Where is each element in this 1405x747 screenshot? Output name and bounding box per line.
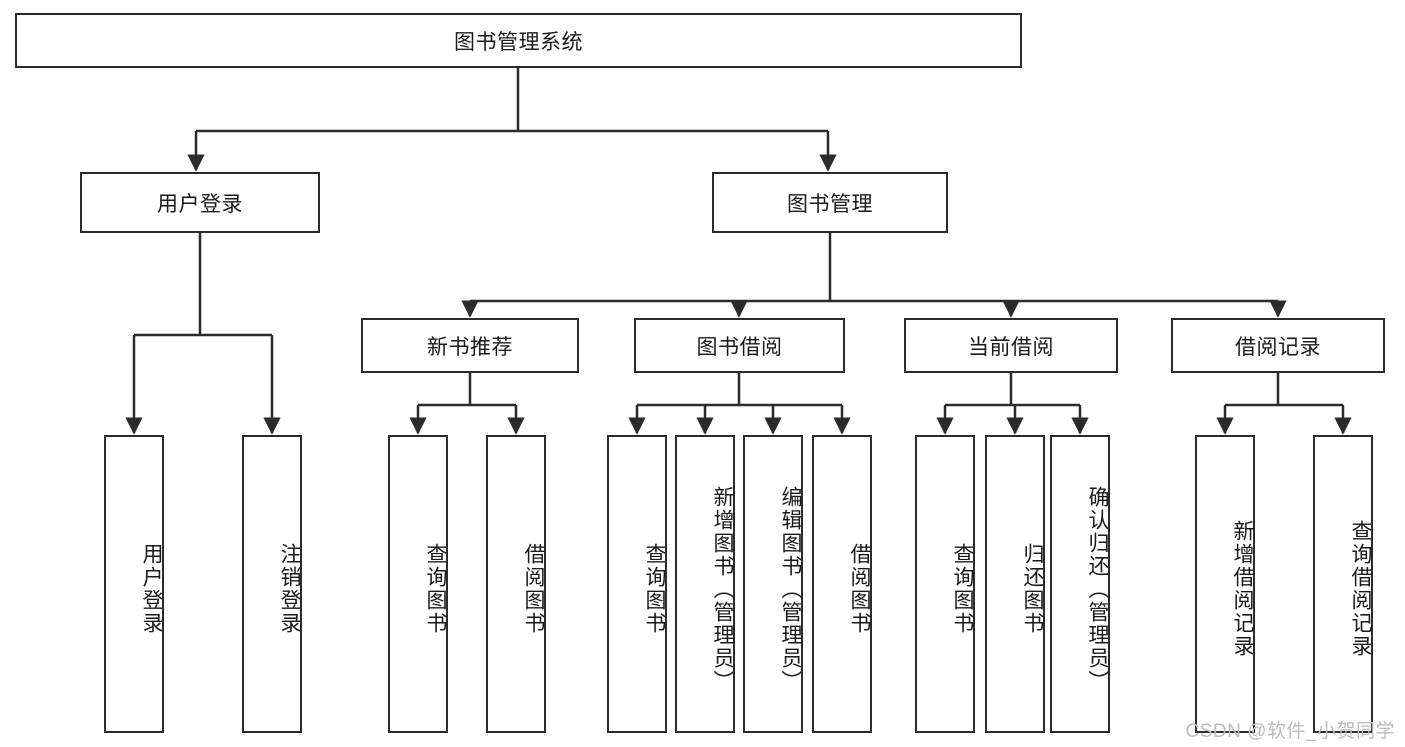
node-label: 新增图书（管理员） xyxy=(711,485,734,693)
node-leaf-11[interactable]: 新增借阅记录 xyxy=(1195,435,1255,733)
node-leaf-5[interactable]: 新增图书（管理员） xyxy=(675,435,735,733)
node-level3-0[interactable]: 新书推荐 xyxy=(361,318,579,373)
node-root-book-management-system[interactable]: 图书管理系统 xyxy=(15,13,1022,68)
node-label: 图书管理系统 xyxy=(454,30,583,54)
node-leaf-4[interactable]: 查询图书 xyxy=(607,435,667,733)
node-leaf-8[interactable]: 查询图书 xyxy=(915,435,975,733)
node-leaf-12[interactable]: 查询借阅记录 xyxy=(1313,435,1373,733)
node-label: 查询借阅记录 xyxy=(1349,520,1372,658)
node-leaf-9[interactable]: 归还图书 xyxy=(985,435,1045,733)
node-level2-0[interactable]: 用户登录 xyxy=(80,172,320,233)
node-label: 新增借阅记录 xyxy=(1231,520,1254,658)
node-leaf-7[interactable]: 借阅图书 xyxy=(812,435,872,733)
node-label: 编辑图书（管理员） xyxy=(779,485,802,693)
node-level2-1[interactable]: 图书管理 xyxy=(712,172,948,233)
node-level3-3[interactable]: 借阅记录 xyxy=(1171,318,1385,373)
node-label: 图书管理 xyxy=(787,192,873,216)
node-label: 借阅图书 xyxy=(522,543,545,635)
node-label: 归还图书 xyxy=(1021,543,1044,635)
node-label: 借阅图书 xyxy=(848,543,871,635)
node-leaf-3[interactable]: 借阅图书 xyxy=(486,435,546,733)
node-label: 用户登录 xyxy=(140,543,163,635)
node-label: 查询图书 xyxy=(951,543,974,635)
node-leaf-1[interactable]: 注销登录 xyxy=(242,435,302,733)
node-label: 借阅记录 xyxy=(1235,335,1321,359)
node-leaf-0[interactable]: 用户登录 xyxy=(104,435,164,733)
node-level3-1[interactable]: 图书借阅 xyxy=(634,318,845,373)
node-label: 新书推荐 xyxy=(427,335,513,359)
node-label: 查询图书 xyxy=(643,543,666,635)
node-label: 注销登录 xyxy=(278,543,301,635)
node-leaf-10[interactable]: 确认归还（管理员） xyxy=(1050,435,1110,733)
node-level3-2[interactable]: 当前借阅 xyxy=(904,318,1118,373)
node-label: 图书借阅 xyxy=(696,335,783,359)
node-label: 查询图书 xyxy=(424,543,447,635)
node-label: 确认归还（管理员） xyxy=(1086,485,1109,693)
node-label: 用户登录 xyxy=(157,192,243,216)
csdn-watermark: CSDN @软件_小贺同学 xyxy=(1185,721,1395,742)
node-leaf-6[interactable]: 编辑图书（管理员） xyxy=(743,435,803,733)
node-leaf-2[interactable]: 查询图书 xyxy=(388,435,448,733)
node-label: 当前借阅 xyxy=(968,335,1054,359)
